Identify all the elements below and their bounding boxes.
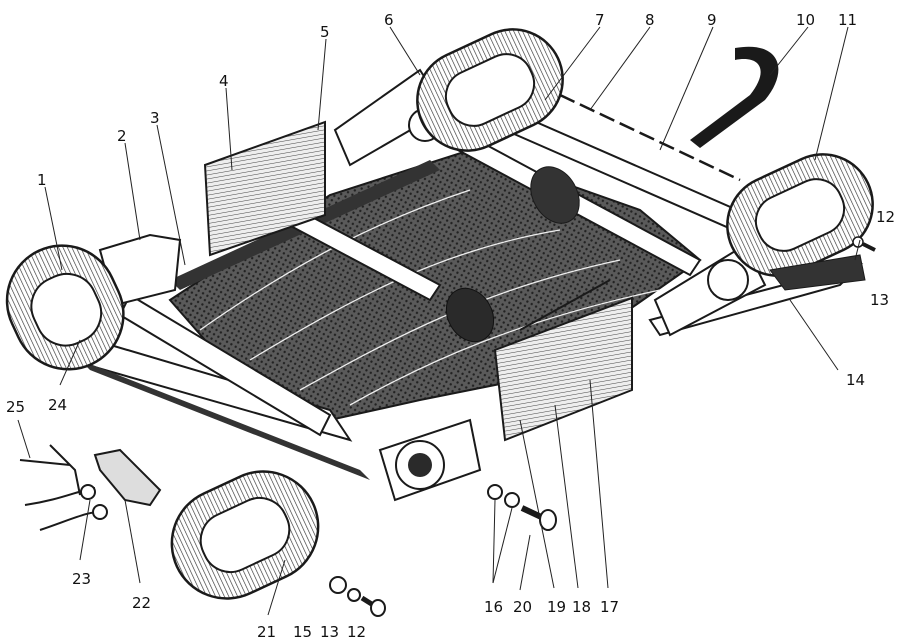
callout-19: 19	[547, 598, 566, 616]
callout-9: 9	[707, 11, 717, 29]
callout-13-lower: 13	[320, 623, 339, 641]
front-chain	[80, 360, 370, 480]
callout-11: 11	[838, 11, 857, 29]
track-unit-rear-right	[726, 153, 874, 277]
bolt-20	[520, 505, 557, 531]
clip-22	[93, 448, 162, 507]
side-bracket	[769, 254, 866, 291]
track-unit-front-left	[5, 244, 125, 371]
callout-8: 8	[645, 11, 655, 29]
callout-18: 18	[572, 598, 591, 616]
callout-7: 7	[595, 11, 605, 29]
track-unit-front-right	[170, 470, 320, 600]
callout-24: 24	[48, 396, 67, 414]
sprocket-right	[707, 259, 749, 301]
callout-10: 10	[796, 11, 815, 29]
callout-labels: 1 2 3 4 5 6 7 8 9 10 11 12 13 14 17 18 1…	[6, 11, 895, 641]
callout-13-upper: 13	[870, 291, 889, 309]
callout-12-upper: 12	[876, 208, 895, 226]
side-panel-left	[203, 120, 326, 257]
callout-1: 1	[37, 171, 47, 189]
hardware-bolt-upper-right	[852, 236, 876, 252]
callout-17: 17	[600, 598, 619, 616]
callout-21: 21	[257, 623, 276, 641]
callout-25: 25	[6, 398, 25, 416]
callout-12-lower: 12	[347, 623, 366, 641]
callout-2: 2	[117, 127, 127, 145]
callout-16: 16	[484, 598, 503, 616]
callout-14: 14	[846, 371, 865, 389]
spring-25	[19, 444, 81, 496]
hardware-nut-washer-16	[487, 484, 520, 508]
side-panel-right	[493, 296, 633, 442]
callout-15: 15	[293, 623, 312, 641]
callout-20: 20	[513, 598, 532, 616]
hardware-bolt-washer-lower	[329, 576, 386, 617]
callout-3: 3	[150, 109, 160, 127]
track-unit-rear-left	[416, 28, 564, 152]
callout-6: 6	[384, 11, 394, 29]
callout-23: 23	[72, 570, 91, 588]
callout-4: 4	[219, 72, 229, 90]
leader-lines	[17, 26, 861, 616]
spring-tine	[690, 46, 779, 149]
callout-5: 5	[320, 23, 330, 41]
drive-hub-1	[445, 287, 495, 343]
callout-22: 22	[132, 594, 151, 612]
